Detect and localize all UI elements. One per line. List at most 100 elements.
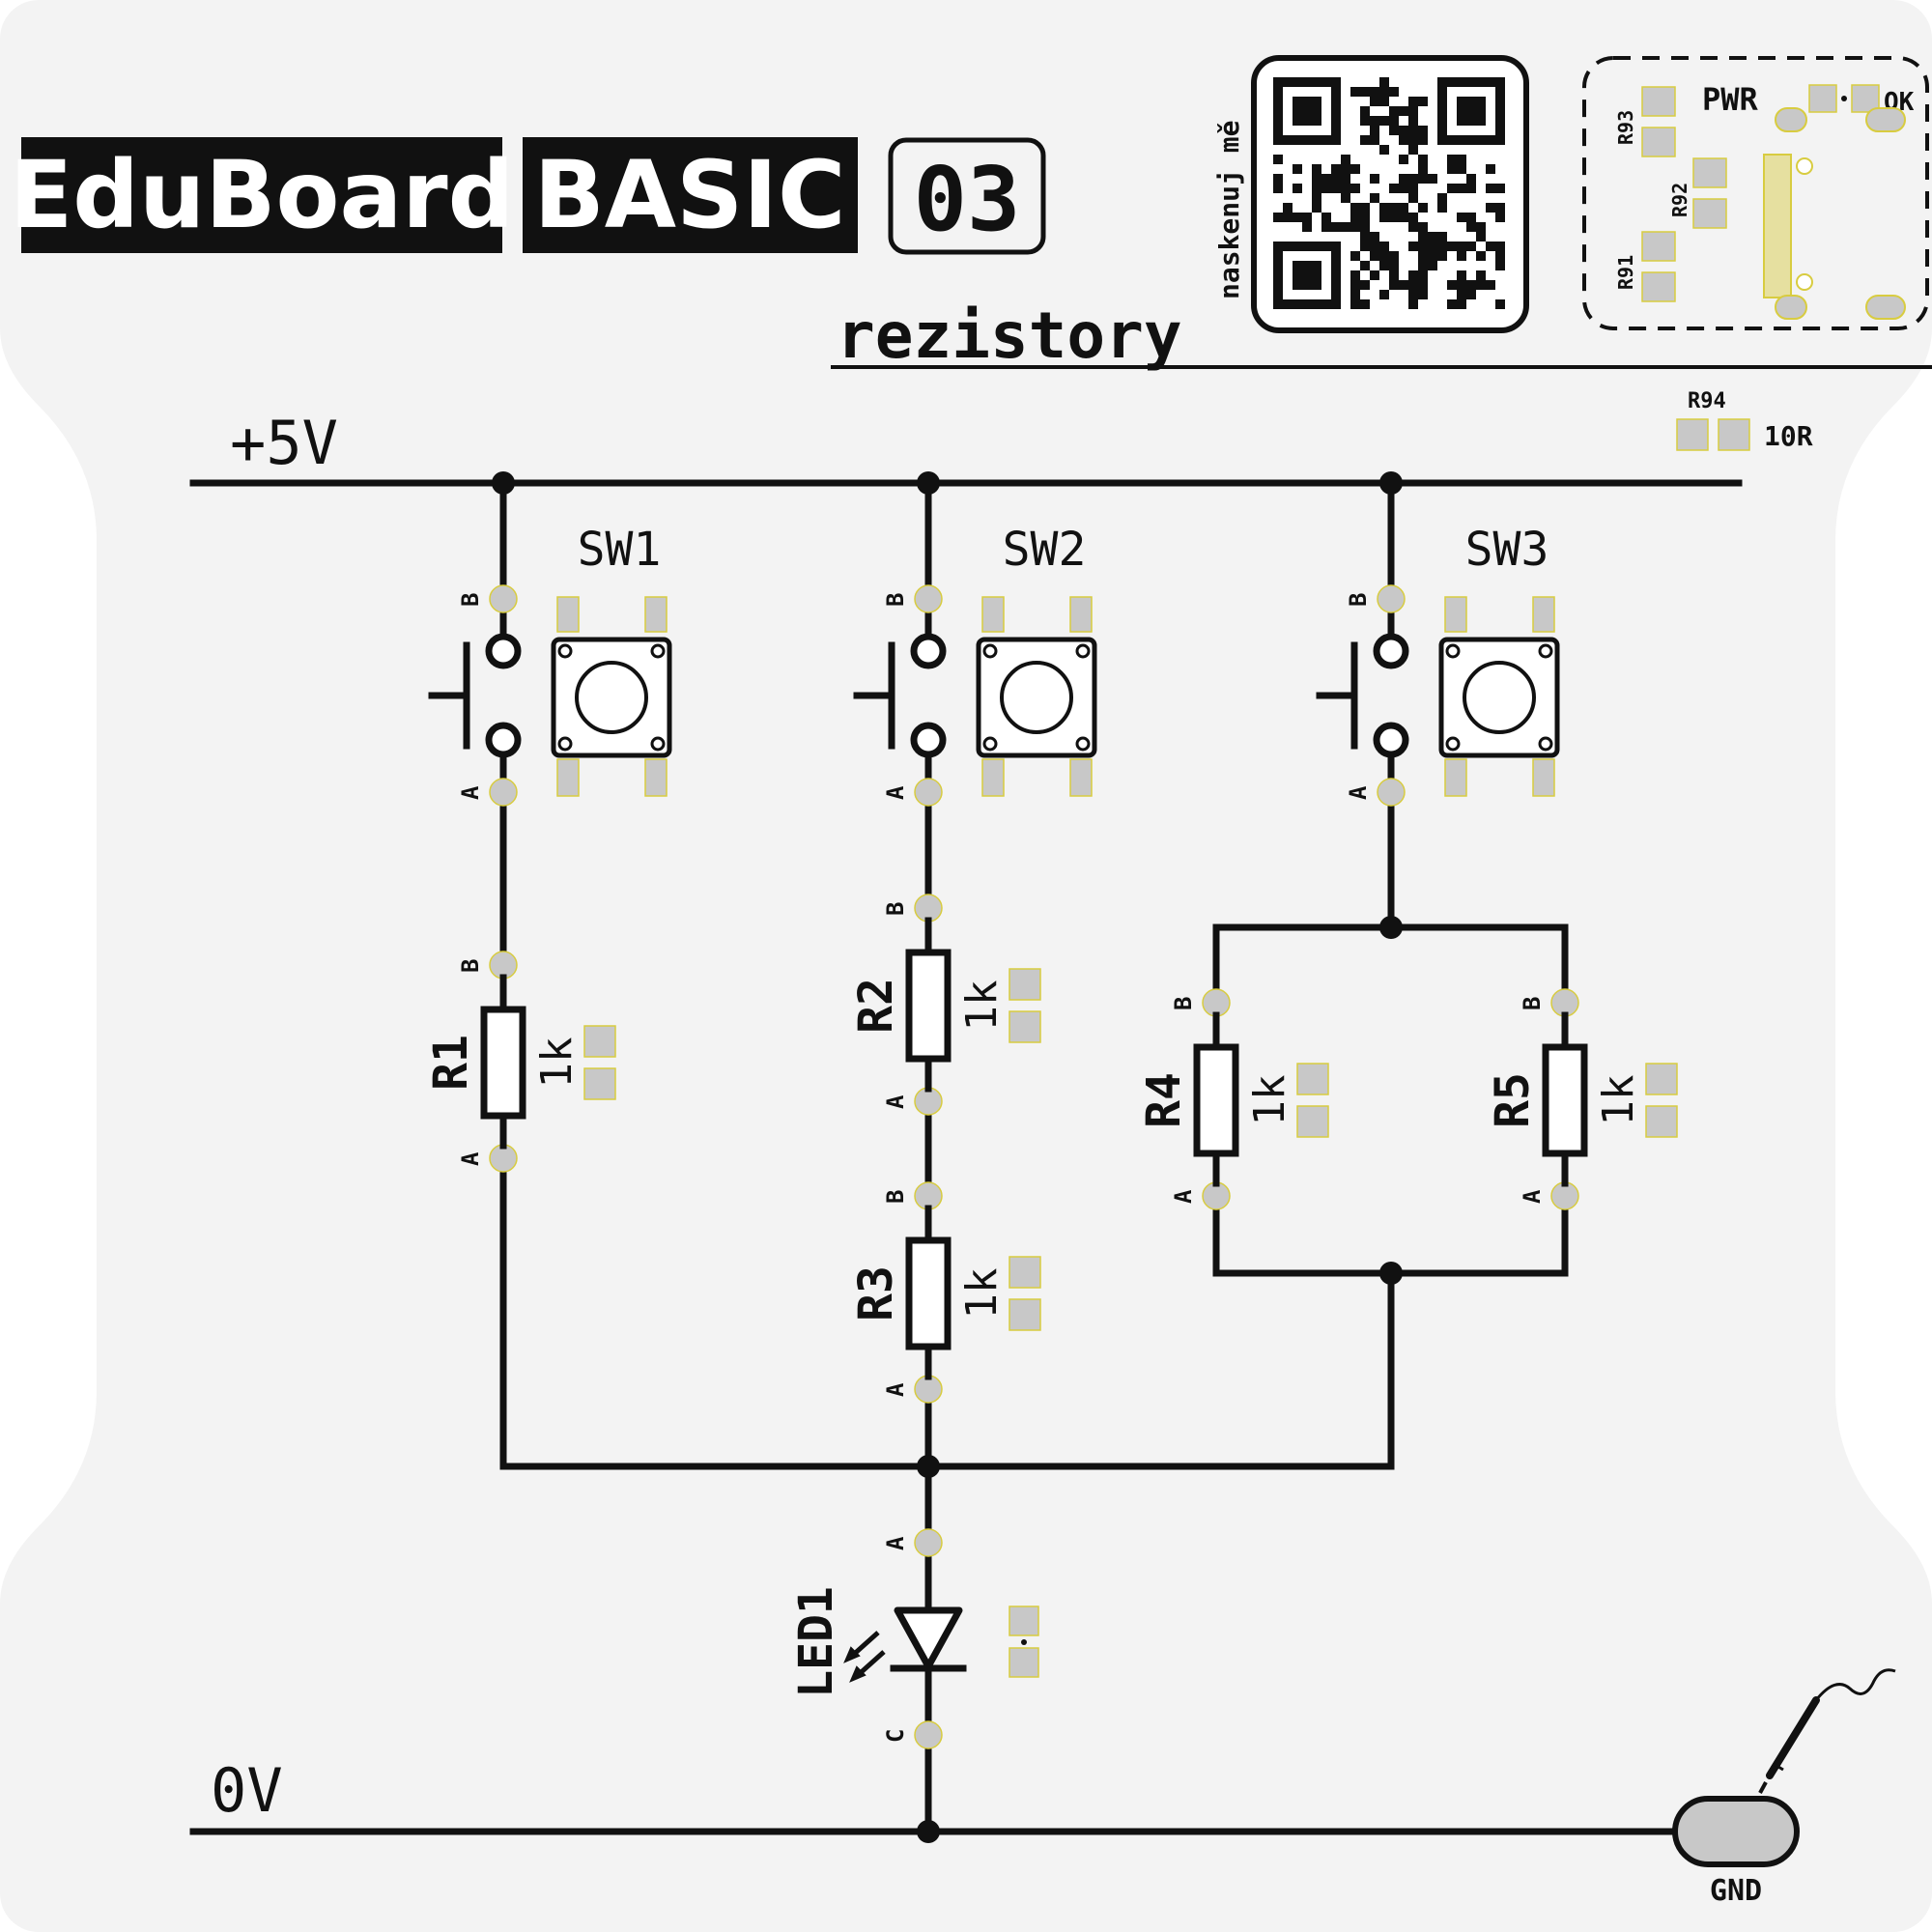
r93-pad: [1641, 86, 1676, 117]
smd-pad: [1009, 968, 1041, 1001]
led-ref: LED1: [789, 1586, 843, 1698]
usb-connector-icon: [1763, 107, 1906, 320]
switch-sw3[interactable]: B A SW3: [1316, 523, 1560, 807]
switch-sw2[interactable]: B A SW2: [853, 523, 1097, 807]
pin-label: A: [882, 1094, 909, 1109]
pin-label: B: [882, 1190, 909, 1204]
qr-code-icon: [1273, 77, 1505, 309]
resistor-value: 1k: [532, 1037, 582, 1089]
brand-title: EduBoard: [10, 141, 515, 249]
pwr-label: PWR: [1702, 81, 1759, 118]
pin-label: B: [882, 593, 909, 607]
pin-pad: [914, 778, 943, 807]
resistor-value: 1k: [1245, 1075, 1294, 1126]
pin-label: B: [1345, 593, 1372, 607]
pin-label: A: [1519, 1189, 1546, 1204]
pin-label: B: [882, 902, 909, 916]
pin-pad: [914, 584, 943, 613]
pin-label: B: [457, 593, 484, 607]
gnd-test-pad[interactable]: [1672, 1796, 1800, 1867]
pin-label: B: [457, 959, 484, 973]
junction-dot: [492, 471, 515, 495]
tactile-switch-footprint-icon: [976, 596, 1097, 797]
smd-pad: [1296, 1063, 1329, 1095]
probe-icon: [1758, 1668, 1896, 1794]
resistor-r2[interactable]: B A R2 1k: [849, 894, 1041, 1116]
board-number: 03: [914, 148, 1021, 251]
junction-dot: [1379, 916, 1403, 939]
r93-pad: [1641, 127, 1676, 157]
product-box: [523, 137, 858, 253]
resistor-r3[interactable]: B A R3 1k: [849, 1181, 1041, 1404]
r94-pad: [1718, 418, 1750, 451]
resistor-ref: R5: [1486, 1072, 1540, 1128]
junction-dot: [917, 471, 940, 495]
number-box: [888, 137, 1046, 255]
smd-pad: [583, 1067, 616, 1100]
r94-label: R94: [1688, 389, 1726, 413]
smd-pad: [1009, 1256, 1041, 1289]
pin-label: A: [882, 1536, 909, 1550]
vcc-rail-label: +5V: [230, 408, 338, 478]
pin-pad: [489, 778, 518, 807]
tactile-switch-footprint-icon: [1438, 596, 1560, 797]
smd-pad: [1645, 1105, 1678, 1138]
junction-dot: [1379, 471, 1403, 495]
r94-pad: [1676, 418, 1709, 451]
ok-led-pad: [1808, 84, 1837, 113]
page-subtitle: rezistory: [837, 298, 1182, 373]
switch-ref: SW2: [1003, 523, 1087, 577]
ok-led-pad: [1851, 84, 1880, 113]
junction-dot: [1379, 1262, 1403, 1285]
pin-label: A: [457, 785, 484, 800]
r91-pad: [1641, 231, 1676, 262]
gnd-rail-label: 0V: [211, 1755, 283, 1826]
tactile-switch-footprint-icon: [551, 596, 672, 797]
r91-label: R91: [1614, 255, 1637, 290]
resistor-value: 1k: [1594, 1075, 1643, 1126]
ok-led-dot: [1841, 96, 1847, 101]
pin-label: B: [1170, 997, 1197, 1010]
pin-label: A: [882, 1382, 909, 1397]
smd-pad: [1009, 1010, 1041, 1043]
resistor-ref: R2: [849, 978, 903, 1034]
resistor-ref: R1: [424, 1035, 478, 1091]
smd-pad: [1009, 1605, 1039, 1636]
pin-pad: [1377, 584, 1406, 613]
switch-sw1[interactable]: B A SW1: [428, 523, 672, 807]
pin-label: B: [1519, 997, 1546, 1010]
resistor-value: 1k: [957, 980, 1007, 1032]
pin-pad: [914, 1528, 943, 1557]
resistor-ref: R3: [849, 1265, 903, 1321]
smd-pad: [583, 1025, 616, 1058]
power-module-outline: [1582, 56, 1929, 330]
pin-label: A: [1345, 785, 1372, 800]
junction-dot: [917, 1455, 940, 1478]
r92-pad: [1692, 198, 1727, 229]
smd-pad: [1645, 1063, 1678, 1095]
smd-pad: [1009, 1298, 1041, 1331]
smd-pad: [1009, 1647, 1039, 1678]
r93-label: R93: [1614, 110, 1637, 145]
led-led1[interactable]: A C LED1: [789, 1528, 1039, 1749]
pin-pad: [489, 584, 518, 613]
product-title: BASIC: [534, 141, 846, 249]
r91-pad: [1641, 271, 1676, 302]
switch-ref: SW3: [1465, 523, 1549, 577]
resistor-value: 1k: [957, 1268, 1007, 1320]
qr-caption: naskenuj mě: [1213, 121, 1245, 299]
r92-pad: [1692, 157, 1727, 188]
resistor-ref: R4: [1137, 1072, 1191, 1128]
gnd-pad-label: GND: [1710, 1874, 1762, 1908]
brand-box: [21, 137, 502, 253]
pin-label: A: [882, 785, 909, 800]
pin-pad: [914, 1720, 943, 1749]
pin-label: A: [457, 1151, 484, 1166]
r92-label: R92: [1668, 183, 1691, 217]
resistor-r5[interactable]: B A R5 1k: [1486, 988, 1678, 1210]
resistor-r4[interactable]: B A R4 1k: [1137, 988, 1329, 1210]
pin-pad: [1377, 778, 1406, 807]
resistor-r1[interactable]: B A R1 1k: [424, 951, 616, 1173]
smd-pad: [1296, 1105, 1329, 1138]
